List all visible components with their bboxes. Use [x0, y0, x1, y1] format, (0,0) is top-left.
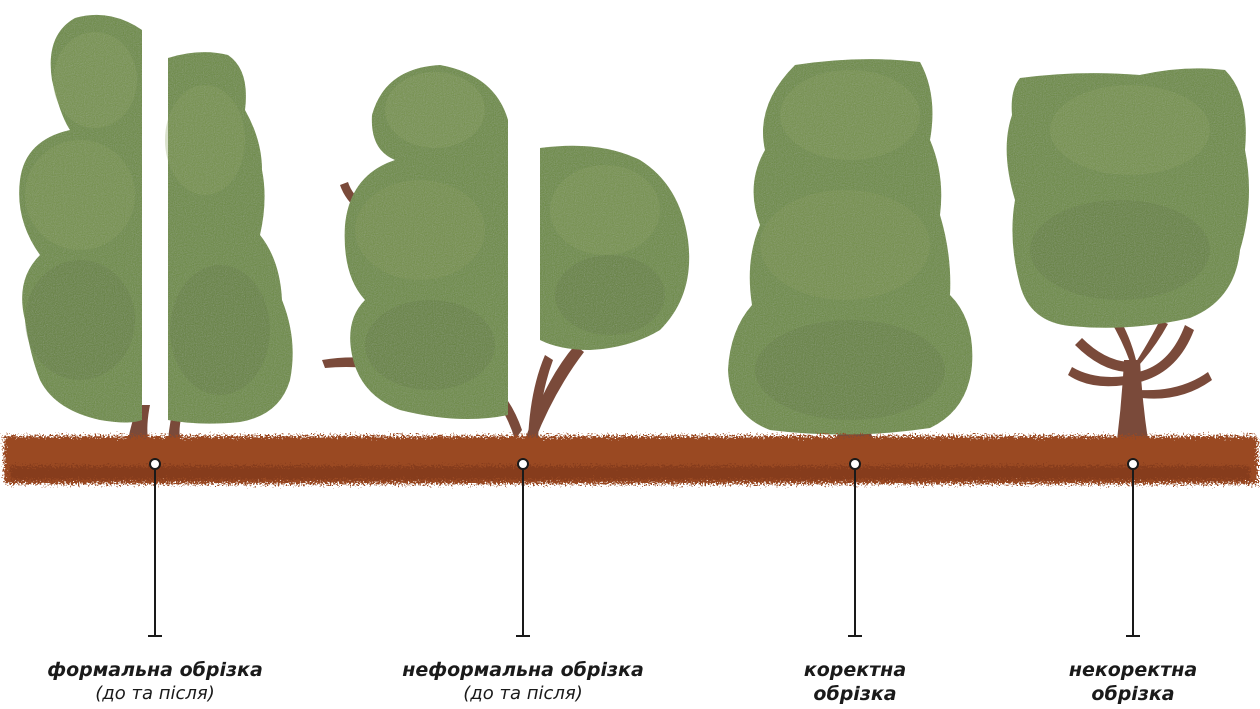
- tree-correct-pruning: [728, 59, 972, 440]
- label-subtitle: (до та після): [353, 682, 693, 706]
- label-subtitle: (до та після): [0, 682, 325, 706]
- callout-pin-informal: [516, 459, 530, 636]
- tree-formal-pruning: [19, 15, 293, 440]
- soil-strip: [4, 436, 1258, 484]
- branch: [1075, 338, 1128, 372]
- label-formal-pruning: формальна обрізка (до та після): [0, 658, 325, 706]
- label-title: неформальна обрізка: [353, 658, 693, 682]
- branch: [1136, 320, 1168, 364]
- label-incorrect-pruning: некоректна обрізка: [963, 658, 1260, 706]
- tree-informal-pruning: [322, 65, 689, 440]
- callout-pin-incorrect: [1126, 459, 1140, 636]
- callout-pin-correct: [848, 459, 862, 636]
- label-title: некоректна: [963, 658, 1260, 682]
- callout-pin-formal: [148, 459, 162, 636]
- label-title: формальна обрізка: [0, 658, 325, 682]
- tree-incorrect-pruning: [1007, 68, 1249, 440]
- label-title-line2: обрізка: [963, 682, 1260, 706]
- label-informal-pruning: неформальна обрізка (до та після): [353, 658, 693, 706]
